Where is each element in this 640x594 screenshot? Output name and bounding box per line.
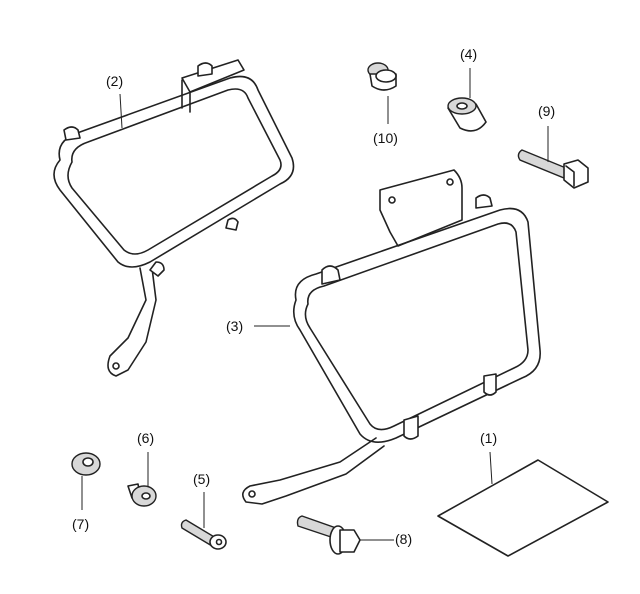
frame-right-part-3 xyxy=(242,169,541,505)
label-part-6: (6) xyxy=(137,430,155,446)
label-part-7: (7) xyxy=(72,516,90,532)
bolt-part-9 xyxy=(517,149,589,189)
label-part-8: (8) xyxy=(395,531,413,547)
flange-bolt-part-8 xyxy=(296,515,361,555)
label-part-3: (3) xyxy=(226,318,244,334)
collar-part-4 xyxy=(447,97,487,132)
frame-left-part-2 xyxy=(53,59,295,377)
label-part-2: (2) xyxy=(106,73,124,89)
sheet-part-1 xyxy=(437,459,609,557)
label-part-4: (4) xyxy=(460,46,478,62)
socket-bolt-part-5 xyxy=(180,519,227,550)
washer-part-7 xyxy=(71,452,101,476)
label-part-9: (9) xyxy=(538,103,556,119)
collar-bolt-part-6 xyxy=(127,483,157,507)
label-part-10: (10) xyxy=(373,130,398,146)
grommet-part-10 xyxy=(367,62,397,91)
label-part-1: (1) xyxy=(480,430,498,446)
label-part-5: (5) xyxy=(193,471,211,487)
